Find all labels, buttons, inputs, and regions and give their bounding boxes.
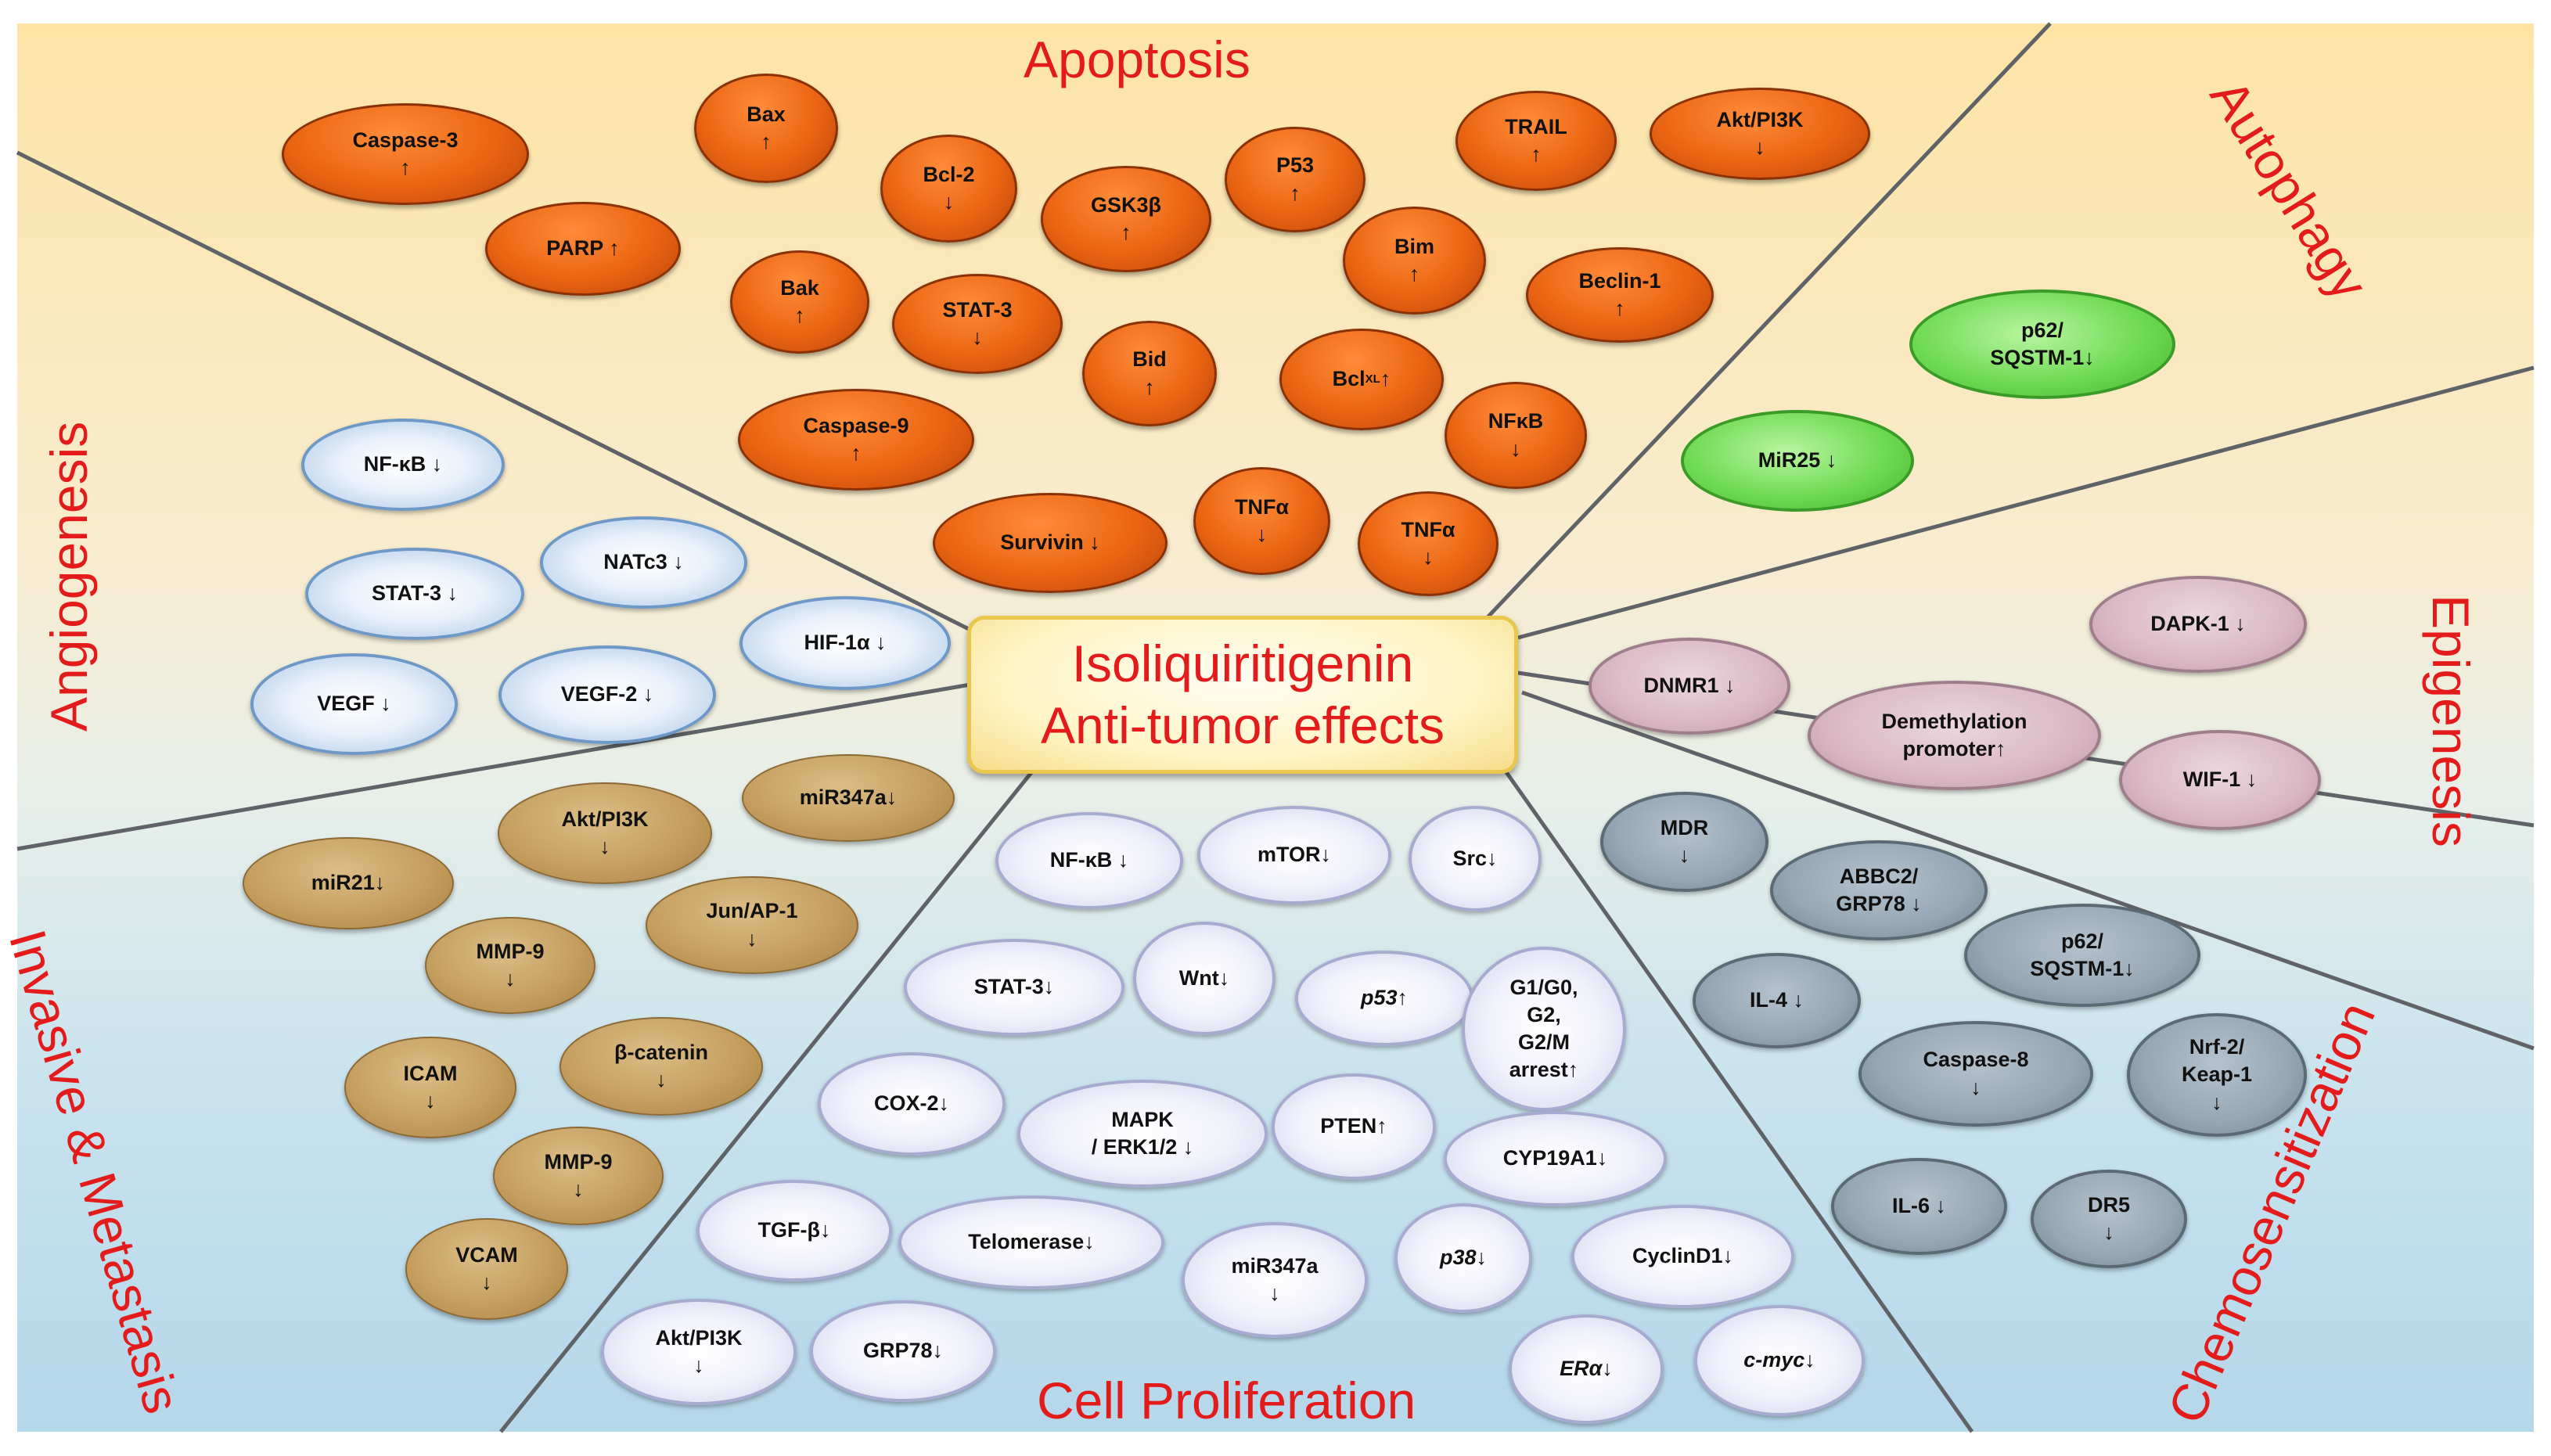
node-p38: p38↓ — [1394, 1203, 1532, 1313]
section-title-epigenesis: Epigenesis — [2422, 595, 2480, 847]
center-title-line2: Anti-tumor effects — [1041, 696, 1445, 754]
node-stat-3-proliferation: STAT-3↓ — [904, 939, 1124, 1036]
node-bcl-2: Bcl-2 ↓ — [880, 135, 1017, 243]
node-stat-3-apoptosis: STAT-3 ↓ — [892, 274, 1063, 374]
node-mdr: MDR ↓ — [1600, 792, 1768, 892]
divider-epigenesis-chemosensitization — [1521, 690, 2535, 1051]
node-mapk-erk: MAPK / ERK1/2 ↓ — [1017, 1080, 1268, 1188]
node-caspase-3: Caspase-3 ↑ — [282, 103, 529, 205]
divider-proliferation-chemosensitization — [1500, 765, 1974, 1433]
node-mtor: mTOR↓ — [1197, 806, 1391, 904]
node-dapk-1: DAPK-1 ↓ — [2089, 576, 2307, 673]
node-nfkb-apoptosis: NFκB ↓ — [1445, 382, 1587, 489]
divider-angiogenesis-invasive — [16, 682, 971, 851]
node-beclin-1: Beclin-1 ↑ — [1526, 247, 1714, 343]
node-p62-chemosensitization: p62/ SQSTM-1↓ — [1964, 904, 2200, 1007]
node-demethylation-promoter: Demethylation promoter↑ — [1808, 681, 2101, 790]
node-p62-autophagy: p62/ SQSTM-1↓ — [1909, 289, 2175, 399]
node-caspase-8: Caspase-8 ↓ — [1858, 1021, 2093, 1127]
node-cox-2: COX-2↓ — [818, 1052, 1006, 1156]
node-cyclind1: CyclinD1↓ — [1571, 1205, 1794, 1308]
node-nf-kb-angiogenesis: NF-κB ↓ — [301, 419, 505, 511]
node-grp78-proliferation: GRP78↓ — [810, 1300, 996, 1402]
node-era: ERα↓ — [1509, 1314, 1664, 1424]
node-telomerase: Telomerase↓ — [898, 1195, 1164, 1289]
node-natc3: NATc3 ↓ — [540, 516, 747, 609]
node-wif-1: WIF-1 ↓ — [2119, 730, 2321, 830]
node-caspase-9: Caspase-9 ↑ — [738, 389, 974, 491]
node-akt-pi3k-apoptosis: Akt/PI3K ↓ — [1650, 88, 1870, 180]
divider-proliferation-invasive — [499, 769, 1034, 1433]
node-gsk3b: GSK3β ↑ — [1041, 166, 1211, 272]
node-mmp-9-1: MMP-9 ↓ — [425, 917, 595, 1014]
center-title-line1: Isoliquiritigenin — [1071, 634, 1414, 692]
node-dr5: DR5 ↓ — [2031, 1170, 2187, 1268]
node-p53-proliferation: p53↑ — [1295, 951, 1473, 1046]
node-mir25: MiR25 ↓ — [1681, 410, 1914, 512]
node-src: Src↓ — [1409, 806, 1542, 911]
node-trail: TRAIL ↑ — [1455, 91, 1617, 191]
section-title-apoptosis: Apoptosis — [1024, 31, 1250, 88]
node-tnfa-1: TNFα ↓ — [1193, 467, 1330, 575]
node-mmp-9-2: MMP-9 ↓ — [493, 1127, 664, 1225]
node-cyp19a1: CYP19A1↓ — [1444, 1111, 1667, 1206]
node-dnmr1: DNMR1 ↓ — [1589, 638, 1790, 735]
node-pten: PTEN↑ — [1272, 1073, 1436, 1180]
node-icam: ICAM ↓ — [344, 1037, 516, 1138]
node-b-catenin: β-catenin ↓ — [559, 1017, 763, 1116]
node-nrf-2-keap-1: Nrf-2/ Keap-1 ↓ — [2127, 1013, 2307, 1137]
node-nf-kb-proliferation: NF-κB ↓ — [995, 812, 1183, 909]
node-abbc2-grp78: ABBC2/ GRP78 ↓ — [1770, 840, 1988, 940]
node-tnfa-2: TNFα ↓ — [1358, 491, 1499, 596]
center-title-box: Isoliquiritigenin Anti-tumor effects — [967, 616, 1518, 774]
node-bcl-xl-arrow: ↑ — [1380, 367, 1391, 391]
node-vegf: VEGF ↓ — [250, 653, 458, 755]
node-bcl-xl-subscript: XL — [1365, 372, 1380, 386]
section-title-cell-proliferation: Cell Proliferation — [1037, 1372, 1416, 1429]
node-vcam: VCAM ↓ — [405, 1218, 568, 1320]
node-cell-cycle-arrest: G1/G0, G2, G2/M arrest↑ — [1462, 947, 1626, 1111]
divider-apoptosis-angiogenesis — [16, 150, 980, 636]
node-bax: Bax ↑ — [694, 74, 838, 183]
node-il-6: IL-6 ↓ — [1831, 1158, 2007, 1255]
divider-autophagy-epigenesis — [1517, 365, 2535, 640]
node-mir347a-invasive: miR347a↓ — [742, 754, 955, 842]
node-hif-1a: HIF-1α ↓ — [739, 596, 951, 690]
node-bim: Bim ↑ — [1343, 207, 1486, 315]
node-akt-pi3k-invasive: Akt/PI3K ↓ — [498, 782, 712, 884]
node-vegf-2: VEGF-2 ↓ — [498, 645, 716, 744]
node-p53-apoptosis: P53 ↑ — [1225, 127, 1365, 232]
section-title-angiogenesis: Angiogenesis — [40, 421, 98, 732]
node-wnt: Wnt↓ — [1133, 922, 1276, 1035]
node-survivin: Survivin ↓ — [933, 493, 1168, 593]
node-jun-ap1: Jun/AP-1 ↓ — [646, 876, 858, 974]
node-tgf-b: TGF-β↓ — [696, 1180, 892, 1282]
node-bcl-xl-main: Bcl — [1332, 367, 1365, 391]
node-mir21: miR21↓ — [243, 837, 454, 929]
node-stat-3-angiogenesis: STAT-3 ↓ — [305, 548, 524, 640]
node-c-myc: c-myc↓ — [1694, 1305, 1865, 1416]
node-akt-pi3k-proliferation: Akt/PI3K ↓ — [601, 1299, 797, 1405]
node-parp: PARP ↑ — [485, 202, 681, 296]
node-bak: Bak ↑ — [730, 250, 869, 354]
divider-apoptosis-autophagy — [1485, 22, 2052, 620]
node-il-4: IL-4 ↓ — [1693, 953, 1861, 1048]
node-mir347a-proliferation: miR347a ↓ — [1182, 1222, 1368, 1338]
node-bid: Bid ↑ — [1082, 321, 1217, 426]
